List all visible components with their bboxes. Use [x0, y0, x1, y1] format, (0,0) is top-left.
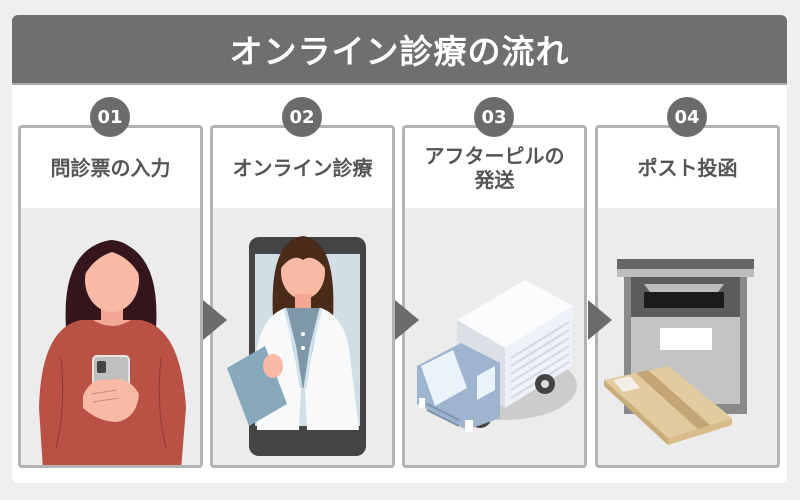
step-title: オンライン診療 — [232, 156, 373, 180]
step-card-3: アフターピルの 発送 — [402, 125, 587, 468]
page-title: オンライン診療の流れ — [229, 32, 570, 71]
step-title: 問診票の入力 — [50, 156, 171, 180]
mailbox-with-parcel-illustration — [598, 208, 777, 465]
step-number-badge-1: 01 — [90, 97, 130, 137]
step-card-head: ポスト投函 — [598, 128, 777, 208]
woman-using-smartphone-illustration — [21, 208, 200, 465]
doctor-on-smartphone-screen-illustration — [213, 208, 392, 465]
step-card-head: 問診票の入力 — [21, 128, 200, 208]
step-card-1: 問診票の入力 — [18, 125, 203, 468]
header-banner: オンライン診療の流れ — [12, 15, 787, 85]
step-card-head: オンライン診療 — [213, 128, 392, 208]
step-card-head: アフターピルの 発送 — [405, 128, 584, 208]
step-number-badge-3: 03 — [474, 97, 514, 137]
arrow-right-icon — [395, 300, 419, 340]
step-card-4: ポスト投函 — [595, 125, 780, 468]
step-title: アフターピルの 発送 — [424, 144, 565, 192]
arrow-right-icon — [203, 300, 227, 340]
arrow-right-icon — [588, 300, 612, 340]
step-card-2: オンライン診療 — [210, 125, 395, 468]
step-title: ポスト投函 — [637, 156, 738, 180]
delivery-truck-illustration — [405, 208, 584, 465]
step-number-badge-2: 02 — [282, 97, 322, 137]
step-number-badge-4: 04 — [667, 97, 707, 137]
